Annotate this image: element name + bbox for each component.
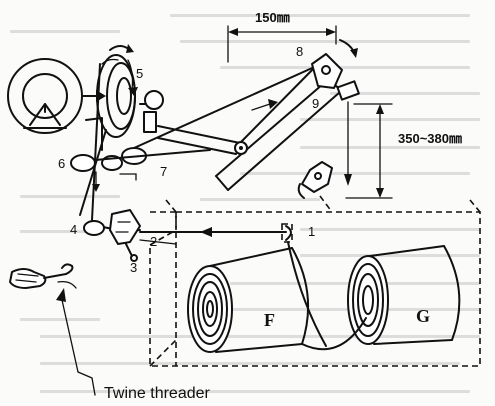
part-number-2: 2 <box>150 234 157 249</box>
rotation-arrow-icon-2 <box>350 48 358 58</box>
needle-guide-assembly <box>83 209 327 347</box>
arrow-left-icon <box>200 227 212 237</box>
part-number-3: 3 <box>130 260 137 275</box>
lever-arm-8-9 <box>157 39 360 191</box>
part-number-5: 5 <box>136 66 143 81</box>
part-number-9: 9 <box>312 96 319 111</box>
twine-roll-G: G <box>301 245 461 351</box>
part-number-6: 6 <box>58 156 65 171</box>
tension-disk-5 <box>96 44 164 138</box>
roll-F-label: F <box>264 310 275 330</box>
arrow-down-icon-2 <box>92 184 100 192</box>
part-number-4: 4 <box>70 222 77 237</box>
arrow-right-icon-2 <box>268 99 278 109</box>
roll-G-label: G <box>416 306 430 326</box>
twine-threader-hand <box>9 263 96 396</box>
part-number-7: 7 <box>160 164 167 179</box>
twine-hook <box>297 161 333 199</box>
dimension-150mm: 150㎜ <box>227 10 337 63</box>
arrow-down-icon-3 <box>344 174 352 186</box>
part-number-labels: 1 2 3 4 5 6 7 8 9 <box>58 44 319 275</box>
arrow-up-icon <box>56 288 66 302</box>
twine-path <box>79 59 331 232</box>
dimension-150-label: 150㎜ <box>255 10 290 25</box>
twine-roll-F: F <box>187 247 310 353</box>
arrow-down-icon <box>128 87 138 96</box>
rotation-arrow-icon <box>126 44 134 53</box>
twine-threader-caption: Twine threader <box>104 385 211 402</box>
dimension-350-380-label: 350~380㎜ <box>398 131 462 146</box>
part-number-8: 8 <box>296 44 303 59</box>
part-number-1: 1 <box>308 224 315 239</box>
dimension-350-380mm: 350~380㎜ <box>344 101 462 199</box>
